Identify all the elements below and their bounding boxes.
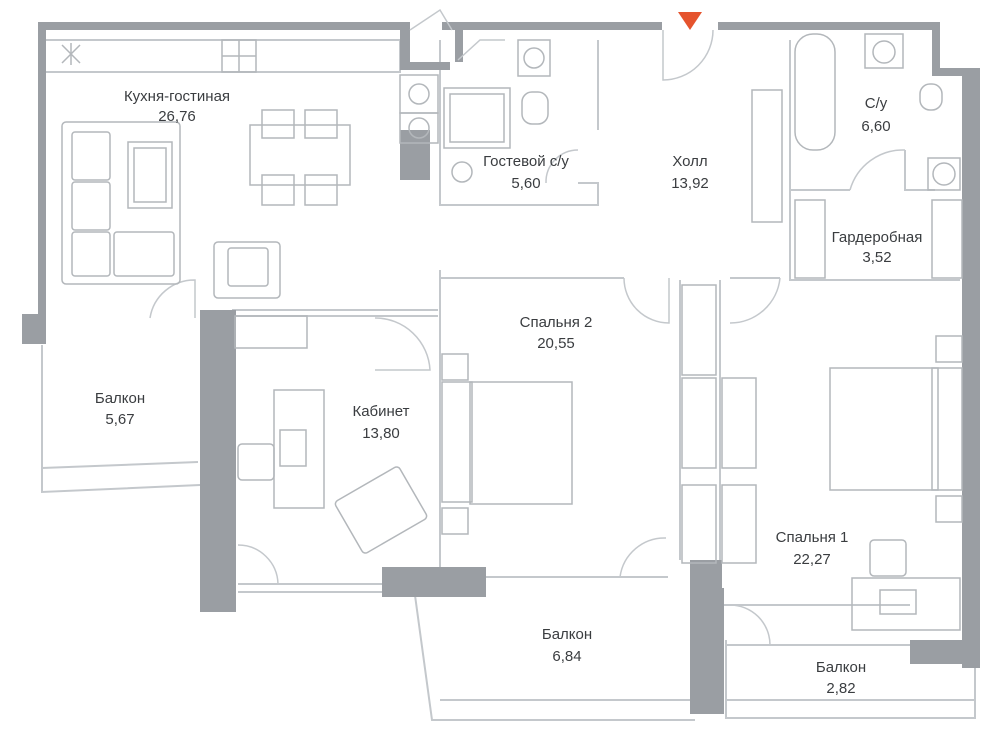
room-area-kitchen-living: 26,76 [158,108,196,125]
room-area-study: 13,80 [362,425,400,442]
room-name-balcony-west: Балкон [95,390,145,407]
walls [22,22,980,714]
room-area-balcony-east: 2,82 [826,680,855,697]
room-area-balcony-west: 5,67 [105,411,134,428]
room-area-hall: 13,92 [671,175,709,192]
room-area-wardrobe: 3,52 [862,249,891,266]
room-area-bedroom-2: 20,55 [537,335,575,352]
room-area-balcony-south: 6,84 [552,648,581,665]
room-name-balcony-south: Балкон [542,626,592,643]
room-area-bathroom: 6,60 [861,118,890,135]
room-name-hall: Холл [672,153,707,170]
room-name-bathroom: С/у [865,95,888,112]
room-name-bedroom-2: Спальня 2 [520,314,593,331]
thin-lines [41,39,976,721]
room-name-bedroom-1: Спальня 1 [776,529,849,546]
doors [149,8,906,646]
room-name-balcony-east: Балкон [816,659,866,676]
room-labels: Кухня-гостиная 26,76 Гостевой с/у 5,60 Х… [95,88,923,697]
furniture [61,33,963,631]
room-name-wardrobe: Гардеробная [832,229,923,246]
room-name-study: Кабинет [352,403,409,420]
triangle-down-icon [678,12,702,30]
room-area-bedroom-1: 22,27 [793,551,831,568]
room-name-guest-wc: Гостевой с/у [483,153,569,170]
room-area-guest-wc: 5,60 [511,175,540,192]
room-name-kitchen-living: Кухня-гостиная [124,88,230,105]
